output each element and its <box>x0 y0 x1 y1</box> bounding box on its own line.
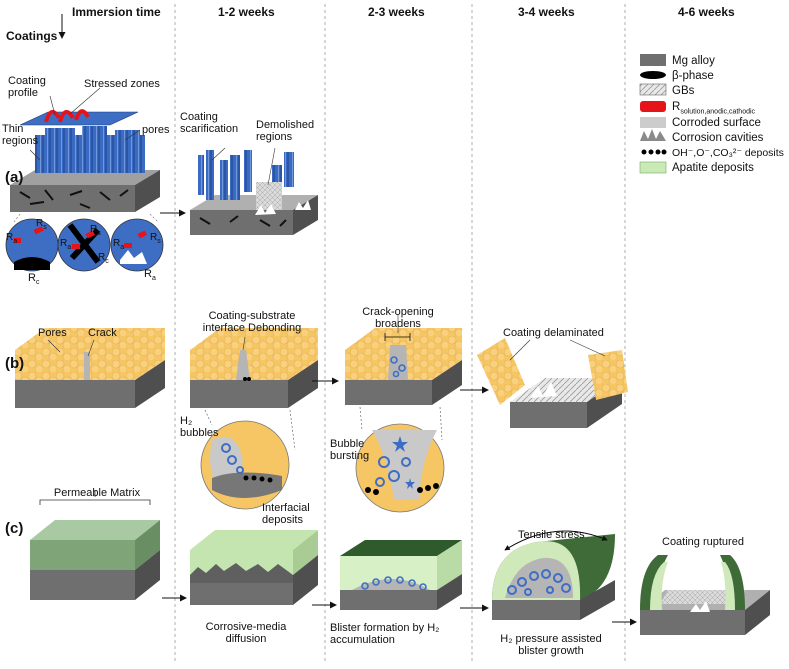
leader-lines <box>29 87 606 361</box>
row-c-scene-2 <box>190 530 318 605</box>
label-crack-opening: Crack-opening broadens <box>362 306 434 330</box>
column-header-4: 4-6 weeks <box>678 5 735 19</box>
label-ra-1: Ra <box>6 232 18 245</box>
column-header-3: 3-4 weeks <box>518 5 575 19</box>
legend-label-mg-alloy: Mg alloy <box>672 55 715 67</box>
label-blister-formation: Blister formation by H₂ accumulation <box>330 622 440 646</box>
label-h2-pressure: H₂ pressure assisted blister growth <box>500 633 602 657</box>
label-ra-4: Ra <box>144 268 156 283</box>
label-demolished-regions: Demolished regions <box>256 119 315 143</box>
column-dividers <box>174 4 626 664</box>
label-bubble-bursting: Bubble bursting <box>330 438 370 462</box>
label-tensile-stress: Tensile stress <box>518 529 585 541</box>
legend-label-resistance: Rsolution,anodic,cathodic <box>672 101 756 116</box>
legend-label-deposits: OH⁻,O⁻,CO₃²⁻ deposits <box>672 147 784 159</box>
row-b-scene-1 <box>15 328 165 408</box>
label-pores-a: pores <box>142 124 170 136</box>
legend-swatches <box>639 54 667 174</box>
legend-label-beta-phase: β-phase <box>672 70 714 82</box>
legend-label-corrosion-cavities: Corrosion cavities <box>672 132 764 144</box>
label-interfacial-deposits: Interfacial deposits <box>262 502 310 526</box>
legend-label-apatite: Apatite deposits <box>672 162 754 174</box>
label-interface-debonding: Coating-substrate interface Debonding <box>202 310 302 334</box>
row-c-scene-4 <box>492 530 615 620</box>
immersion-time-label: Immersion time <box>72 5 161 19</box>
label-rs-2: Rs <box>90 224 101 237</box>
label-coating-scarification: Coating scarification <box>180 111 239 135</box>
label-rs-1: Rs <box>36 218 47 231</box>
label-permeable-matrix: Permeable Matrix <box>53 487 141 499</box>
row-c-scene-5 <box>640 555 770 635</box>
label-rc-1: Rc <box>28 272 40 287</box>
row-b-scene-2 <box>190 328 318 510</box>
label-pores-b: Pores <box>38 327 67 339</box>
row-label-c: (c) <box>5 520 24 537</box>
row-label-b: (b) <box>5 355 25 372</box>
column-header-2: 2-3 weeks <box>368 5 425 19</box>
row-a-scene-1 <box>5 109 164 272</box>
label-coating-profile: Coating profile <box>8 75 46 99</box>
label-rs-3: Rs <box>150 232 161 245</box>
row-c-scene-3 <box>340 540 462 610</box>
label-ra-2: Ra <box>60 238 72 251</box>
label-coating-ruptured: Coating ruptured <box>662 536 744 548</box>
label-thin-regions: Thin regions <box>2 123 39 147</box>
row-a-scene-2 <box>190 150 318 235</box>
row-b-scene-3 <box>345 328 462 513</box>
label-h2-bubbles: H₂ bubbles <box>180 415 219 439</box>
row-label-a: (a) <box>5 169 24 186</box>
label-coating-delaminated: Coating delaminated <box>503 327 604 339</box>
coatings-label: Coatings <box>6 29 58 43</box>
row-b-scene-4 <box>477 338 628 428</box>
row-c-scene-1 <box>30 490 160 600</box>
legend-label-corroded-surface: Corroded surface <box>672 117 761 129</box>
legend-label-gbs: GBs <box>672 85 695 97</box>
label-ra-3: Ra <box>113 238 125 251</box>
label-corrosive-media: Corrosive-media diffusion <box>205 621 287 645</box>
column-header-1: 1-2 weeks <box>218 5 275 19</box>
label-rc-2: Rc <box>98 252 109 265</box>
label-stressed-zones: Stressed zones <box>84 78 160 90</box>
label-crack: Crack <box>88 327 117 339</box>
